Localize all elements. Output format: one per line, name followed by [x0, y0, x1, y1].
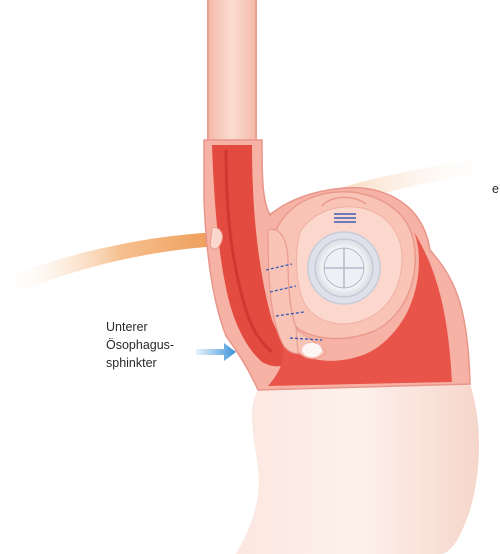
diaphragm-left	[0, 232, 220, 300]
esophagus-upper	[208, 0, 256, 150]
sphincter-arrow	[196, 343, 236, 361]
implant-ring	[308, 232, 380, 304]
stomach-body	[236, 384, 479, 554]
label-line-3: sphinkter	[106, 354, 202, 372]
sphincter-label: Unterer Ösophagus- sphinkter	[106, 318, 202, 372]
clipped-label-fragment: e	[492, 180, 499, 198]
label-line-1: Unterer	[106, 318, 202, 336]
label-line-2: Ösophagus-	[106, 336, 202, 354]
